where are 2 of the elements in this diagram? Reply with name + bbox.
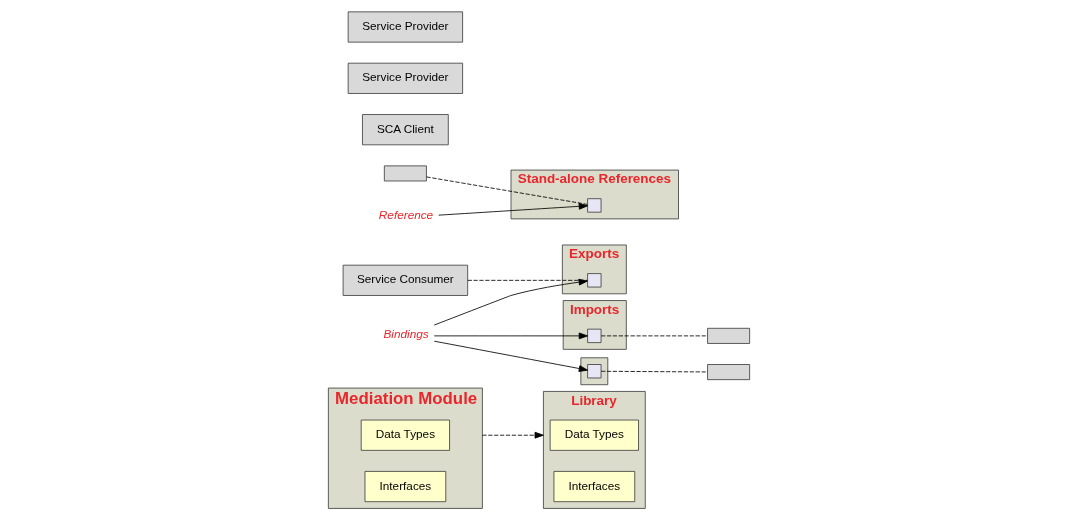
- node-text: Bindings: [383, 327, 429, 341]
- node-text: Reference: [378, 208, 434, 222]
